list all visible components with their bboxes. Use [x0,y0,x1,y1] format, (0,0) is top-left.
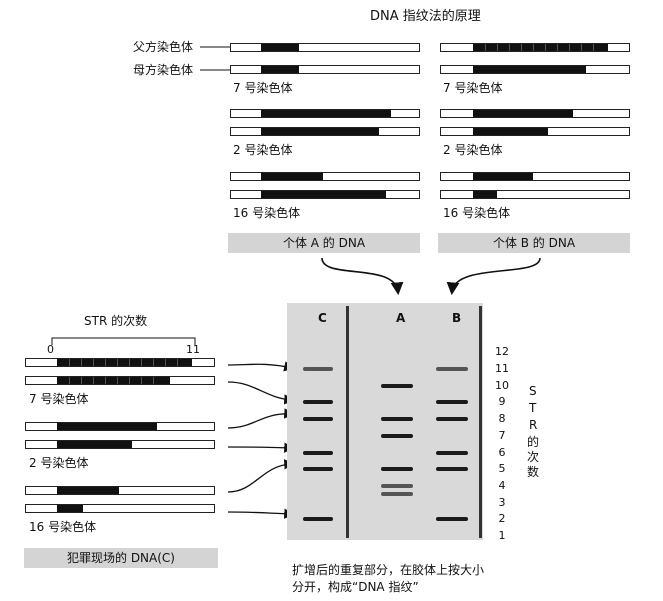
lane-label-b: B [452,311,462,325]
b-chrom2-maternal [440,127,630,136]
gel-band-b-4 [436,467,468,472]
axis-tick-3: 3 [498,495,506,509]
b-chrom7-label: 7 号染色体 [443,81,503,95]
c-chrom2-paternal [25,422,215,431]
diagram-title: DNA 指纹法的原理 [370,9,481,24]
c-chrom7-maternal [25,376,215,385]
gel-band-a-5 [381,492,413,497]
axis-tick-10: 10 [495,378,509,392]
b-chrom7-paternal [440,43,630,52]
gel-band-b-5 [436,517,468,522]
axis-label-s: S [529,384,537,398]
father-chrom-label: 父方染色体 [133,40,194,54]
gel-background [287,303,483,540]
b-chrom16-maternal [440,190,630,199]
axis-label-r: R [529,418,538,432]
axis-tick-12: 12 [495,345,509,359]
axis-tick-8: 8 [498,412,506,426]
b-chrom2-paternal [440,109,630,118]
gel-band-c-1 [303,400,333,405]
gel-band-c-3 [303,450,333,455]
lane-label-a: A [396,311,406,325]
a-chrom16-paternal [230,172,420,181]
axis-label-shu: 数 [527,465,540,479]
axis-tick-6: 6 [498,445,506,459]
gel-band-b-3 [436,450,468,455]
c-chrom2-maternal [25,440,215,449]
a-chrom7-maternal [230,65,420,74]
a-chrom16-maternal [230,190,420,199]
gel-caption-line1: 扩增后的重复部分，在胶体上按大小 [292,563,485,577]
axis-label-t: T [529,401,537,415]
c-chrom7-paternal [25,358,215,367]
gel-band-b-2 [436,417,468,422]
gel-band-c-4 [303,467,333,472]
lane-label-c: C [318,311,327,325]
gel-band-c-0 [303,367,333,371]
a-chrom2-paternal [230,109,420,118]
a-chrom2-label: 2 号染色体 [233,143,293,157]
crime-scene-caption: 犯罪现场的 DNA(C) [24,548,218,568]
gel-band-a-2 [381,433,413,438]
str-bracket [51,337,196,345]
gel-band-c-5 [303,517,333,522]
mother-chrom-label: 母方染色体 [133,63,194,77]
axis-tick-7: 7 [498,428,506,442]
a-chrom7-paternal [230,43,420,52]
gel-band-b-0 [436,367,468,371]
a-chrom2-maternal [230,127,420,136]
axis-tick-9: 9 [498,395,506,409]
axis-tick-11: 11 [495,362,509,375]
b-chrom2-label: 2 号染色体 [443,143,503,157]
gel-band-a-4 [381,483,413,488]
str-count-label: STR 的次数 [84,314,148,328]
gel-band-a-1 [381,417,413,422]
c-chrom2-label: 2 号染色体 [29,456,89,470]
individual-b-caption: 个体 B 的 DNA [438,233,630,253]
axis-tick-5: 5 [498,462,506,476]
a-chrom7-label: 7 号染色体 [233,81,293,95]
b-chrom16-paternal [440,172,630,181]
gel-band-c-2 [303,417,333,422]
gel-band-b-1 [436,400,468,405]
scale-end: 11 [186,343,200,356]
c-chrom7-label: 7 号染色体 [29,392,89,406]
individual-a-caption: 个体 A 的 DNA [228,233,420,253]
axis-label-ci: 次 [527,450,540,464]
arrow-a-to-gel [321,257,404,296]
gel-caption-line2: 分开，构成“DNA 指纹” [292,580,419,594]
arrow-b-to-gel [446,257,541,296]
a-chrom16-label: 16 号染色体 [233,206,301,220]
b-chrom16-label: 16 号染色体 [443,206,511,220]
scale-start: 0 [47,343,54,356]
gel-divider-1 [346,306,349,538]
axis-tick-2: 2 [498,512,506,526]
gel-band-a-0 [381,383,413,388]
c-chrom16-paternal [25,486,215,495]
axis-tick-1: 1 [498,529,506,542]
b-chrom7-maternal [440,65,630,74]
c-chrom16-maternal [25,504,215,513]
gel-divider-2 [479,306,482,538]
axis-label-de: 的 [527,435,540,449]
axis-tick-4: 4 [498,478,506,492]
c-chrom16-label: 16 号染色体 [29,520,97,534]
gel-band-a-3 [381,467,413,472]
